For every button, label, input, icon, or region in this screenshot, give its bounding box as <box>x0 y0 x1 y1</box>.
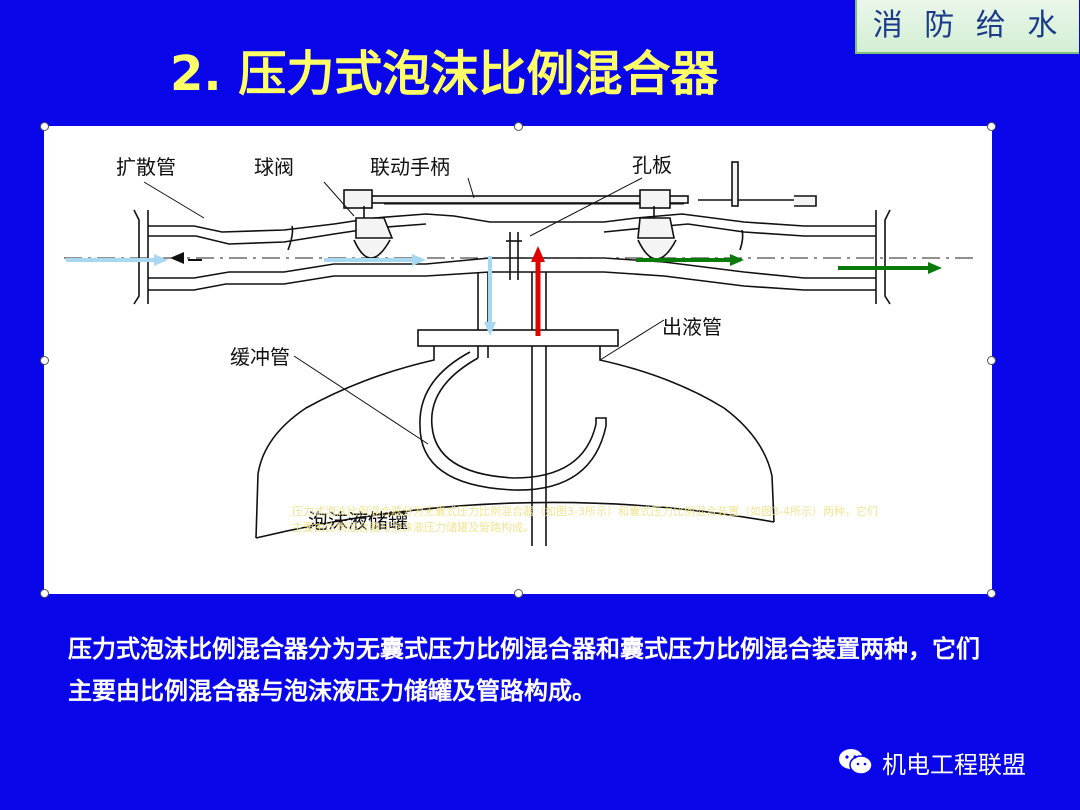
down-flow-arrow-head <box>484 322 496 336</box>
resize-handle-top-right[interactable] <box>987 122 996 131</box>
outflow-arrow-2-head <box>928 262 942 274</box>
liquid-surface <box>255 501 775 539</box>
right-ball-valve-body <box>637 239 677 260</box>
resize-handle-bottom-right[interactable] <box>987 589 996 598</box>
label-foam-tank: 泡沫液储罐 <box>308 509 408 533</box>
flow-marker <box>170 252 184 264</box>
resize-handle-middle-right[interactable] <box>987 356 996 365</box>
section-badge: 消 防 给 水 <box>855 0 1079 54</box>
left-ball-valve <box>355 217 394 239</box>
pipe-upper-inner-right <box>603 223 876 237</box>
leader-buffer <box>293 355 429 445</box>
pipe-lower-outer-right <box>530 271 876 291</box>
inflow-arrow-head <box>154 254 168 266</box>
pipe-lower-inner-left <box>148 257 530 279</box>
resize-handle-top-center[interactable] <box>514 122 523 131</box>
pipe-lower-inner-right <box>530 257 876 279</box>
linkage-handle-bar <box>347 195 689 204</box>
leader-outlet <box>599 319 665 361</box>
leader-linkage <box>467 177 475 199</box>
mid-flow-arrow-head <box>412 254 426 266</box>
resize-handle-bottom-left[interactable] <box>40 589 49 598</box>
resize-handle-middle-left[interactable] <box>40 356 49 365</box>
wechat-icon <box>839 749 873 775</box>
label-linkage-handle: 联动手柄 <box>370 155 450 179</box>
caption-overlay: 压力式泡沫比例混合器分为无囊式压力比例混合器（如图3-3所示）和囊式压力比例混合… <box>292 505 878 534</box>
flow-arrows <box>66 246 942 336</box>
resize-handle-bottom-center[interactable] <box>514 589 523 598</box>
right-flange-outline <box>884 209 891 305</box>
orifice-plate-group <box>506 232 522 280</box>
watermark: 机电工程联盟 <box>838 742 1026 782</box>
tank-flange <box>417 329 619 347</box>
buffer-pipe <box>419 351 607 491</box>
resize-handle-top-left[interactable] <box>40 122 49 131</box>
pipe-upper-outer-right <box>530 213 876 227</box>
pipe-outline <box>133 209 891 305</box>
label-ball-valve: 球阀 <box>254 155 294 179</box>
leader-ball-valve <box>323 181 355 217</box>
pipe-upper-outer-left <box>148 213 530 233</box>
watermark-text: 机电工程联盟 <box>882 750 1026 779</box>
handle-end <box>794 195 817 207</box>
leader-orifice <box>529 177 643 237</box>
label-outlet-pipe: 出液管 <box>662 315 722 339</box>
left-valve-cap <box>343 189 373 209</box>
left-flange-outline <box>133 209 140 305</box>
tank-shell-right <box>599 346 775 523</box>
foam-flow-arrow-head <box>531 246 545 262</box>
right-ball-valve <box>637 217 675 239</box>
diagram-panel[interactable]: 扩散管 球阀 联动手柄 孔板 出液管 缓冲管 泡沫液储罐 压力式泡沫比例混合器分… <box>40 122 996 598</box>
label-orifice-plate: 孔板 <box>632 153 672 177</box>
slide-description: 压力式泡沫比例混合器分为无囊式压力比例混合器和囊式压力比例混合装置两种，它们主要… <box>68 635 980 705</box>
tank-shell-left <box>255 346 435 539</box>
foam-proportioner-diagram: 扩散管 球阀 联动手柄 孔板 出液管 缓冲管 泡沫液储罐 <box>64 153 974 546</box>
left-ball-valve-body <box>353 239 391 259</box>
leader-diffuser <box>143 181 205 219</box>
label-diffuser: 扩散管 <box>116 155 176 179</box>
slide-title: 2. 压力式泡沫比例混合器 <box>170 46 719 102</box>
handle-pin <box>731 161 739 207</box>
right-valve-cap <box>639 189 671 209</box>
outflow-arrow-1-head <box>730 254 744 266</box>
diffuser-inner-curve <box>287 225 294 251</box>
diagram-labels: 扩散管 球阀 联动手柄 孔板 出液管 缓冲管 泡沫液储罐 <box>116 153 722 533</box>
label-buffer-pipe: 缓冲管 <box>230 345 290 369</box>
pipe-lower-outer-left <box>148 271 530 291</box>
right-taper-curve <box>739 229 744 251</box>
